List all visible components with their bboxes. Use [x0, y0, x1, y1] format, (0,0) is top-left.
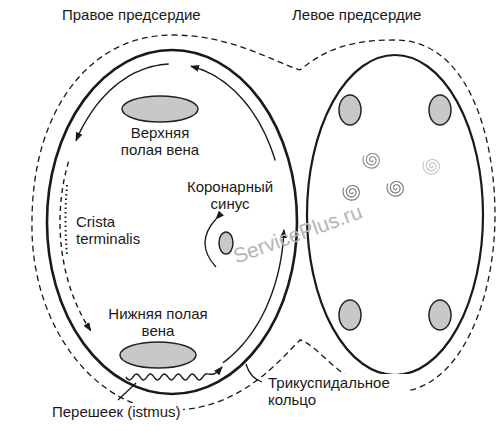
crista-label: Crista terminalis [74, 213, 158, 248]
right-atrium: Правое предсердиеВерхняя полая венаКорон… [40, 4, 305, 406]
structure-label: Нижняя полая вена [108, 305, 208, 340]
tricuspid-label: Трикуспидальное кольцо [266, 374, 410, 409]
atria-outline [32, 35, 495, 410]
vena-cava: Верхняя полая вена [100, 94, 220, 159]
vein-opening [100, 94, 220, 124]
fibrillation-spirals [343, 153, 439, 200]
chamber-title: Правое предсердие [62, 6, 201, 23]
structure-label: Коронарный синус [180, 178, 280, 213]
structure-label: Верхняя полая вена [110, 124, 210, 159]
circuit-arrows [60, 64, 284, 380]
tricuspid-leader [246, 364, 262, 382]
left-atrium: Левое предсердие [300, 4, 495, 384]
vena-cava: Нижняя полая вена [98, 305, 218, 370]
chamber-outline [300, 4, 495, 384]
vein-opening [98, 340, 218, 370]
isthmus-label: Перешеек (istmus) [50, 403, 183, 420]
chamber-title: Левое предсердие [292, 6, 421, 23]
crista-dots [66, 185, 68, 255]
